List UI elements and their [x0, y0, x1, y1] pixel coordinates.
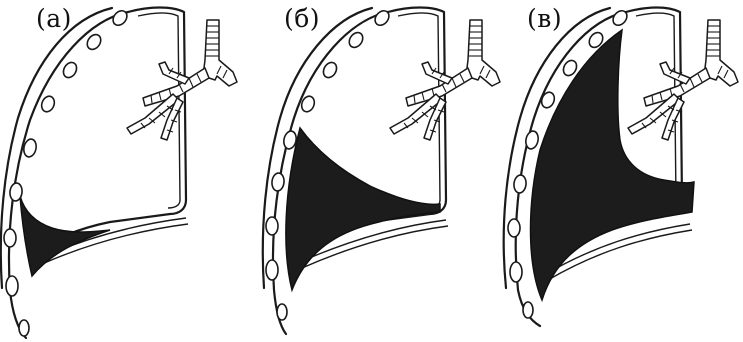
ribs-a — [4, 8, 130, 336]
panel-c-lung — [504, 8, 738, 327]
effusion-small — [20, 196, 110, 276]
panel-b-lung — [263, 8, 500, 335]
panel-a-lung — [1, 8, 237, 339]
